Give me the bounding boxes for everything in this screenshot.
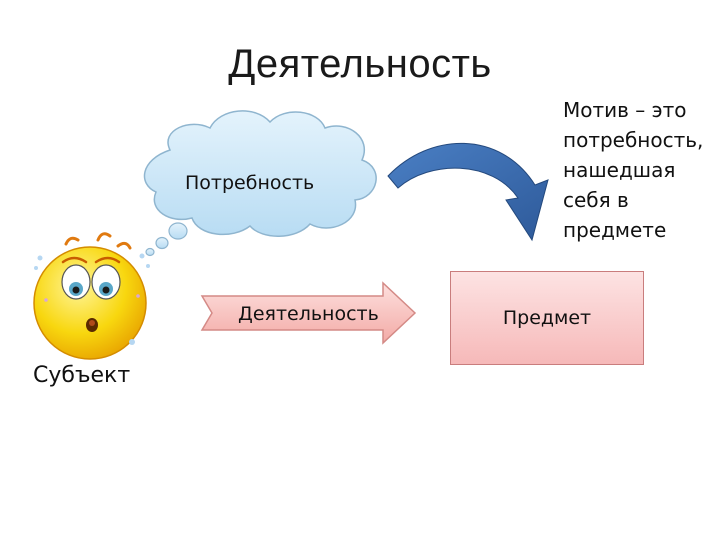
object-label: Предмет bbox=[502, 307, 592, 329]
motive-line: потребность, bbox=[563, 128, 704, 152]
motive-line: Мотив – это bbox=[563, 98, 687, 122]
need-label: Потребность bbox=[185, 172, 315, 194]
curved-arrow-icon bbox=[387, 142, 549, 242]
subject-label: Субъект bbox=[33, 363, 131, 388]
motive-line: предмете bbox=[563, 218, 667, 242]
object-box bbox=[450, 271, 644, 365]
activity-label: Деятельность bbox=[238, 303, 379, 325]
thought-cloud-icon bbox=[143, 110, 377, 257]
activity-arrow-shape bbox=[200, 281, 417, 345]
surprised-smiley-face-icon bbox=[33, 232, 150, 360]
page-title: Деятельность bbox=[228, 42, 492, 86]
motive-line: нашедшая bbox=[563, 158, 676, 182]
motive-definition-note: Мотив – это потребность, нашедшая себя в… bbox=[563, 95, 703, 245]
motive-line: себя в bbox=[563, 188, 629, 212]
